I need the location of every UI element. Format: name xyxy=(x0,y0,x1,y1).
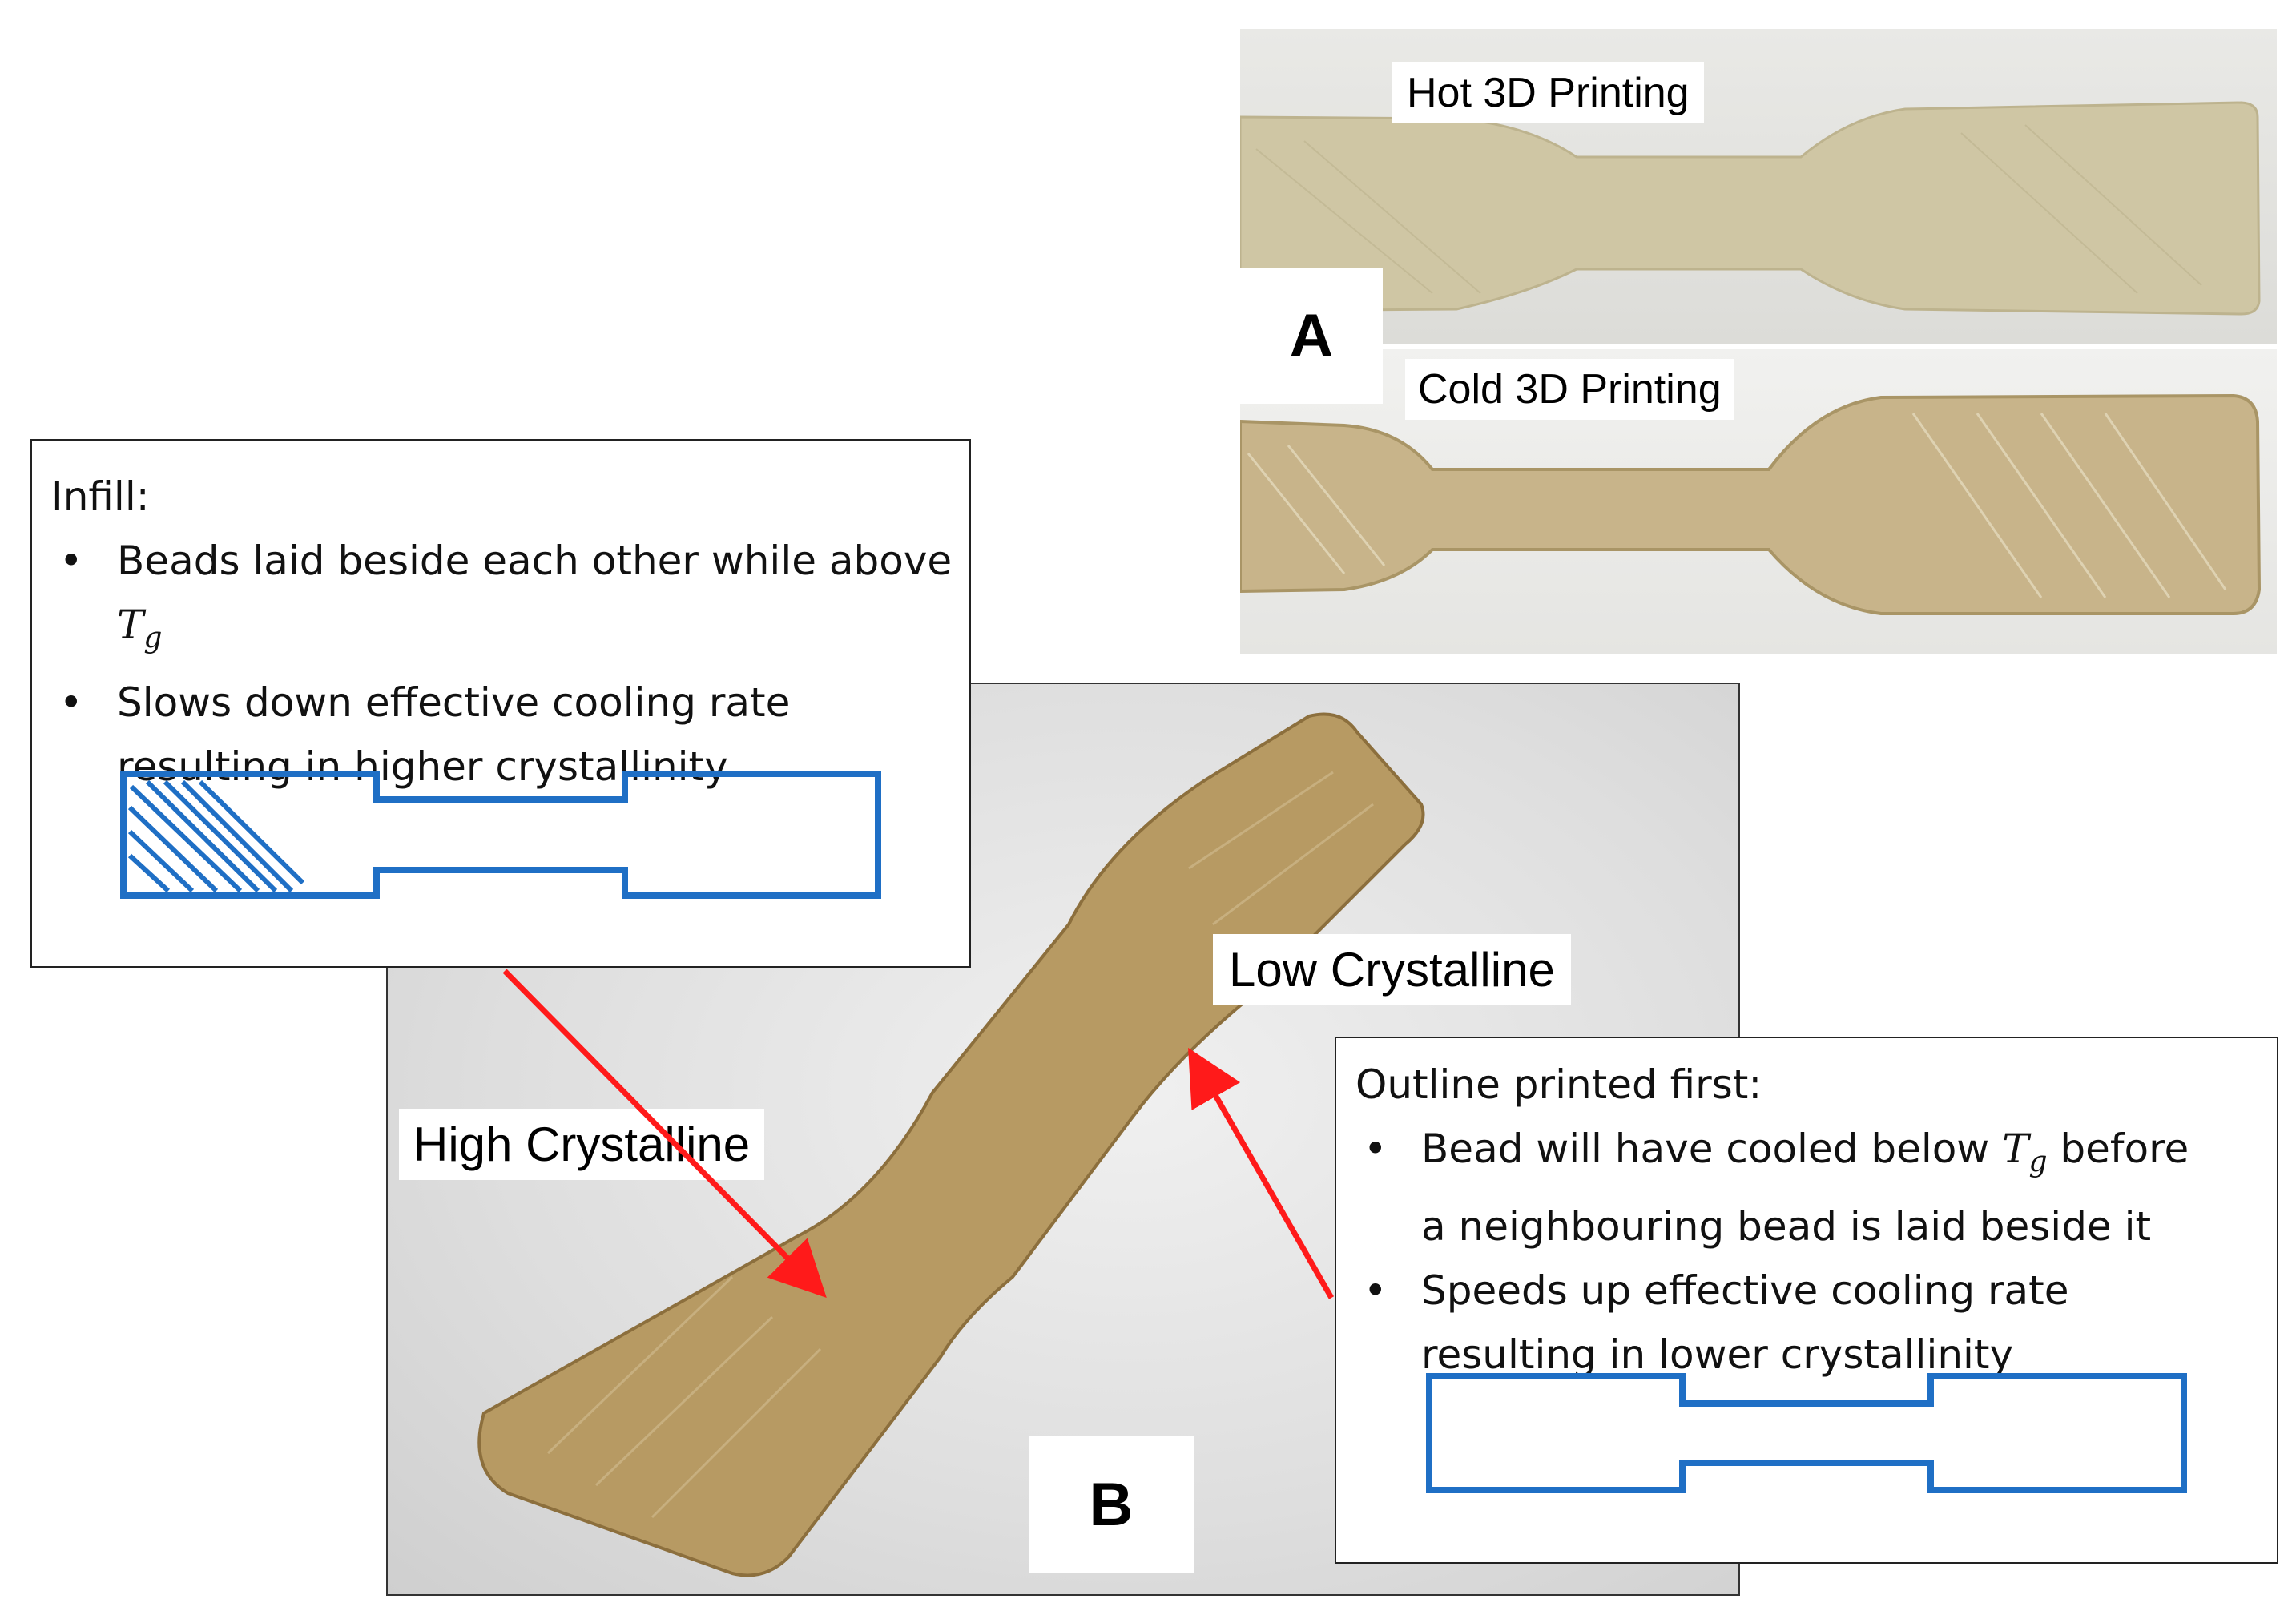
outline-bullet-2-line-2: resulting in lower crystallinity xyxy=(1421,1331,2014,1378)
outline-callout: Outline printed first: • Bead will have … xyxy=(1335,1037,2278,1564)
bullet-dot: • xyxy=(1364,1267,1388,1314)
tg-symbol: Tg xyxy=(117,602,163,654)
outline-bullet-2: • Speeds up effective cooling rate resul… xyxy=(1355,1259,2277,1387)
hot-printing-label: Hot 3D Printing xyxy=(1392,62,1704,123)
infill-bullet-2-line-1: Slows down effective cooling rate xyxy=(117,679,791,726)
cold-print-photo xyxy=(1240,349,2277,654)
low-crystalline-label: Low Crystalline xyxy=(1213,934,1571,1005)
infill-bullet-1-text: Beads laid beside each other while above xyxy=(117,538,953,584)
specimen-b-shape xyxy=(477,712,1425,1577)
outline-bullet-1-text-a: Bead will have cooled below xyxy=(1421,1126,2003,1172)
cold-specimen-shape xyxy=(1240,393,2262,615)
outline-bullet-1: • Bead will have cooled below Tg before … xyxy=(1355,1117,2277,1259)
infill-bullet-1: • Beads laid beside each other while abo… xyxy=(51,529,969,671)
bullet-dot: • xyxy=(1364,1126,1388,1172)
bullet-dot: • xyxy=(59,679,83,726)
hot-print-photo xyxy=(1240,29,2277,344)
infill-title: Infill: xyxy=(51,473,150,520)
cold-printing-label: Cold 3D Printing xyxy=(1405,359,1734,420)
infill-schematic xyxy=(120,771,881,899)
infill-bullet-2: • Slows down effective cooling rate resu… xyxy=(51,671,969,799)
panel-a-label: A xyxy=(1240,268,1383,404)
outline-bullet-1-line-2: a neighbouring bead is laid beside it xyxy=(1421,1203,2152,1250)
outline-bullet-2-line-1: Speeds up effective cooling rate xyxy=(1421,1267,2069,1314)
panel-b-label: B xyxy=(1029,1436,1194,1573)
bullet-dot: • xyxy=(59,538,83,584)
hot-specimen-shape xyxy=(1240,101,2261,316)
tg-symbol: Tg xyxy=(2002,1126,2048,1178)
infill-callout: Infill: • Beads laid beside each other w… xyxy=(30,439,971,968)
outline-bullet-1-text-b: before xyxy=(2047,1126,2189,1172)
outline-title: Outline printed first: xyxy=(1355,1061,1762,1108)
high-crystalline-label: High Crystalline xyxy=(399,1109,765,1180)
outline-schematic xyxy=(1426,1373,2187,1493)
